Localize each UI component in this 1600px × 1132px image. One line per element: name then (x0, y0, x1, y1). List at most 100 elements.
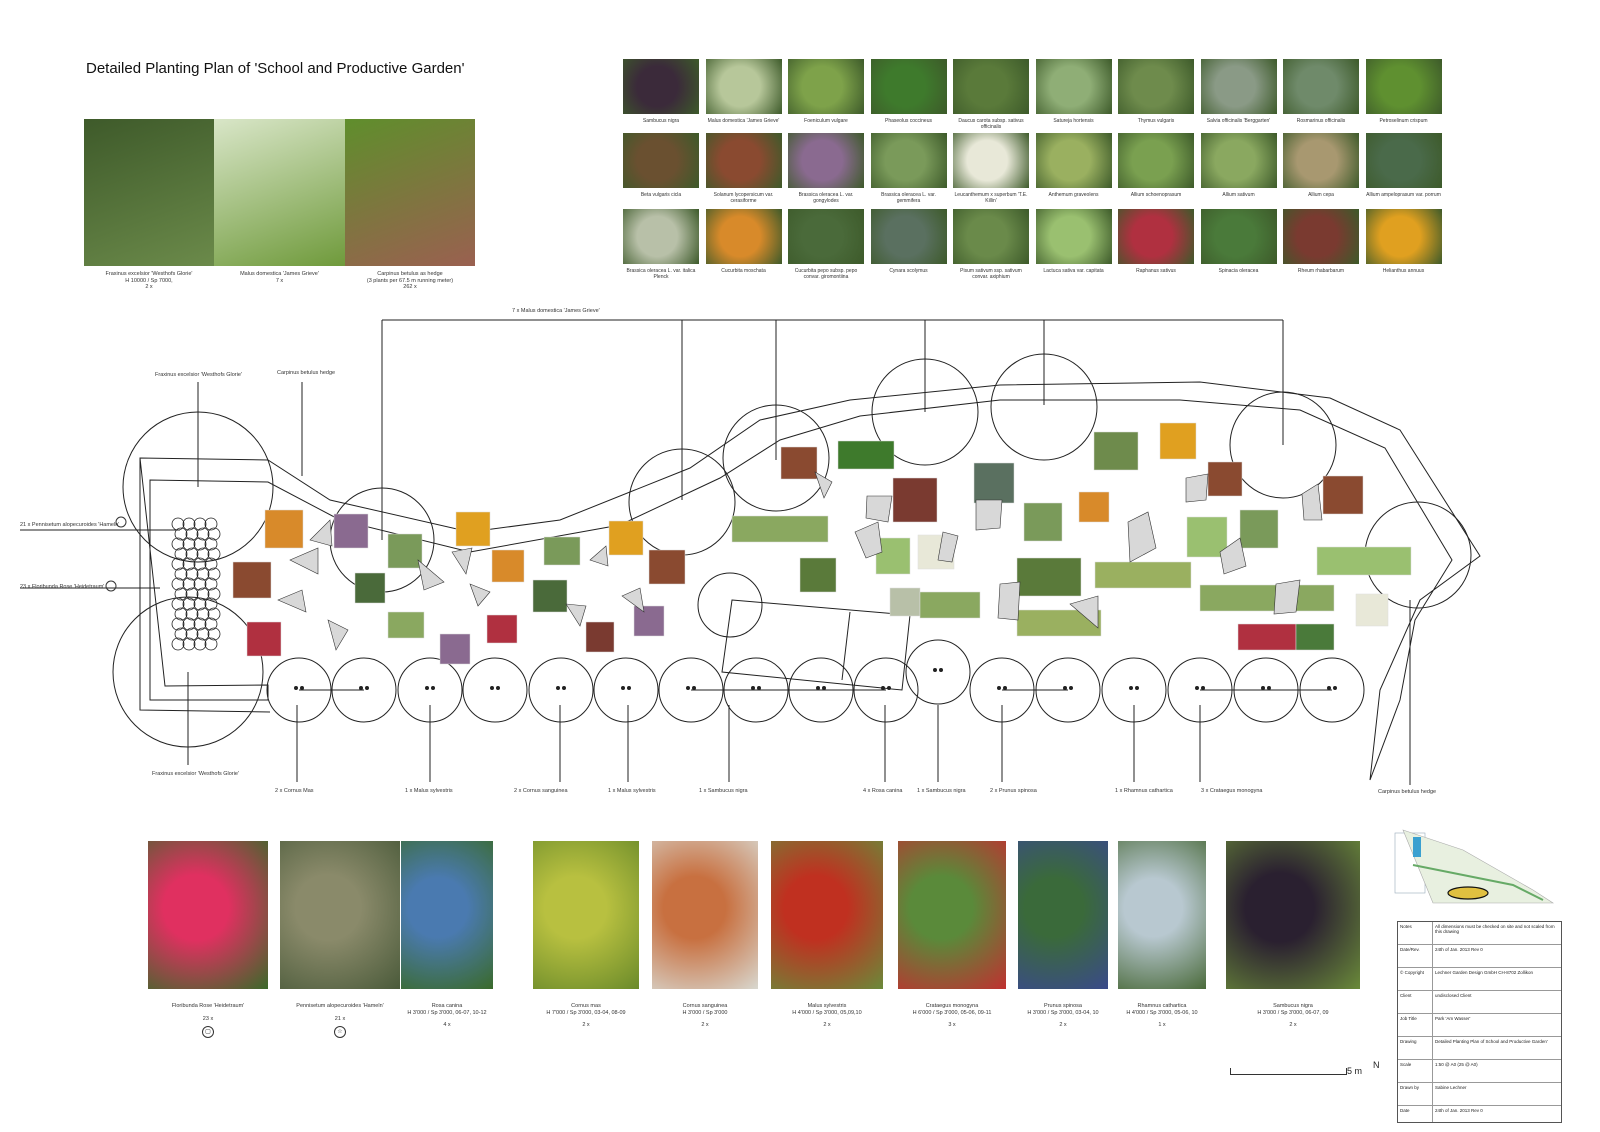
plant-label: Helianthus annuus (1382, 268, 1425, 274)
plant-grid-item: Foeniculum vulgare (788, 59, 864, 124)
plant-grid-item: Rheum rhabarbarum (1283, 209, 1359, 274)
title-block-value: All dimensions must be checked on site a… (1435, 924, 1555, 934)
plan-plant-tile (387, 611, 425, 639)
planting-bed-area (814, 471, 833, 499)
bottom-plant-name: Rhamnus cathartica (1137, 1003, 1187, 1009)
plan-plant-tile (1239, 509, 1279, 549)
rose-plant (182, 537, 196, 551)
bottom-plant-qty: 3 x (948, 1022, 956, 1028)
plant-thumb (1035, 133, 1112, 188)
plant-thumb (788, 59, 864, 114)
title-block-row: Date/Rev.24th of Jan. 2013 Rev 0 (1398, 945, 1561, 968)
title-block-value: Park 'Am Wasser' (1435, 1016, 1471, 1021)
title-block-key: Client (1398, 991, 1433, 1013)
plant-grid-item: Cucurbita moschata (705, 209, 782, 274)
plant-grid-item: Raphanus sativus (1118, 209, 1194, 274)
plant-thumb (705, 209, 782, 264)
plant-label: Brassica oleracea L. var. gemmifera (881, 192, 936, 204)
rose-plant (204, 537, 218, 551)
plant-grid-item: Sambucus nigra (623, 59, 699, 124)
plan-plant-tile (1093, 431, 1139, 471)
planting-bed-area (854, 521, 883, 559)
bottom-plant-qty: 23 x (202, 1015, 214, 1022)
rose-plant (171, 557, 185, 571)
rose-plant (182, 617, 196, 631)
title-block-value: 24th of Jan. 2013 Rev 0 (1435, 1108, 1483, 1113)
hedge-shrub-circle (905, 639, 971, 705)
rose-plant (204, 517, 218, 531)
plan-plant-tile (1023, 502, 1063, 542)
planting-bed-area (621, 587, 645, 613)
bottom-plant-photo (1226, 841, 1360, 989)
plan-plant-tile (439, 633, 471, 665)
plant-label: Sambucus nigra (642, 118, 680, 124)
rose-plant (185, 547, 199, 561)
plant-thumb (623, 59, 699, 114)
plan-plant-tile (1237, 623, 1297, 651)
planting-bed-area (865, 495, 893, 523)
plant-grid-item: Brassica oleracea L. var. gongylodes (788, 133, 864, 204)
star-symbol (115, 516, 127, 528)
plant-thumb (1365, 133, 1442, 188)
top-photo-0 (84, 119, 214, 266)
hedge-label: 2 x Prunus spinosa (990, 788, 1038, 794)
rose-plant (185, 527, 199, 541)
hedge-shrub-circle (593, 657, 659, 723)
plan-plant-tile (889, 587, 921, 617)
rose-plant (171, 537, 185, 551)
title-block-key: Scale (1398, 1060, 1433, 1082)
rose-plant (182, 637, 196, 651)
planting-bed-area (997, 581, 1021, 621)
bottom-plant-qty: 2 x (1059, 1022, 1067, 1028)
plan-plant-tile (1316, 546, 1412, 576)
fraxinus-top-label: Fraxinus excelsior 'Westhofs Glorie' (155, 372, 242, 378)
bottom-plant-photo (1018, 841, 1108, 989)
bottom-plant-spec: H 3'000 / Sp 3'000, 03-04, 10 (1027, 1009, 1099, 1016)
plant-label: Allium schoenoprasum (1130, 192, 1182, 198)
rose-plant (193, 517, 207, 531)
bottom-plant-photo (652, 841, 758, 989)
scale-label: 5 m (1347, 1066, 1363, 1076)
bottom-plant-name: Floribunda Rose 'Heidetraum' (171, 1003, 245, 1009)
north-label: N (1373, 1060, 1380, 1070)
plant-thumb (788, 209, 864, 264)
title-block-key: Drawing (1398, 1037, 1433, 1059)
planting-bed-area (309, 519, 333, 547)
planting-plan: 7 x Malus domestica 'James Grieve' Fraxi… (20, 308, 1481, 795)
hedge-label: 1 x Malus sylvestris (608, 788, 656, 794)
plan-plant-tile (543, 536, 581, 566)
plan-plant-tile (532, 579, 568, 613)
rose-plant (185, 567, 199, 581)
rose-plant (174, 547, 188, 561)
bottom-plant-qty: 2 x (1289, 1022, 1297, 1028)
plant-thumb (953, 133, 1029, 188)
top-photo-caption: Carpinus betulus as hedge(3 plants per 6… (335, 271, 485, 291)
hedge-shrub-circle (528, 657, 594, 723)
star-symbol: ☆ (334, 1025, 346, 1038)
rose-plant (185, 607, 199, 621)
rose-plant (171, 637, 185, 651)
plan-plant-tile (731, 515, 829, 543)
rose-plant (207, 627, 221, 641)
plant-thumb (870, 59, 947, 114)
rose-plant (207, 587, 221, 601)
planting-bed-area (565, 603, 587, 627)
rose-plant (204, 597, 218, 611)
plant-thumb (623, 209, 699, 264)
plant-grid-item: Cynara scolymus (870, 209, 947, 274)
plant-grid-item: Helianthus annuus (1365, 209, 1442, 274)
plant-grid-item: Lactuca sativa var. capitata (1035, 209, 1112, 274)
plant-thumb (623, 133, 699, 188)
plant-label: Cucurbita moschata (721, 268, 766, 274)
plant-thumb (953, 209, 1029, 264)
hedge-label: 1 x Sambucus nigra (699, 788, 749, 794)
plant-label: Leucanthemum x superbum 'T.E. Killin' (954, 192, 1028, 204)
planting-bed-area (1185, 473, 1209, 503)
rose-plant (207, 567, 221, 581)
plant-thumb (1200, 133, 1277, 188)
rose-plant (196, 527, 210, 541)
carpinus-bottom-label: Carpinus betulus hedge (1378, 789, 1436, 795)
